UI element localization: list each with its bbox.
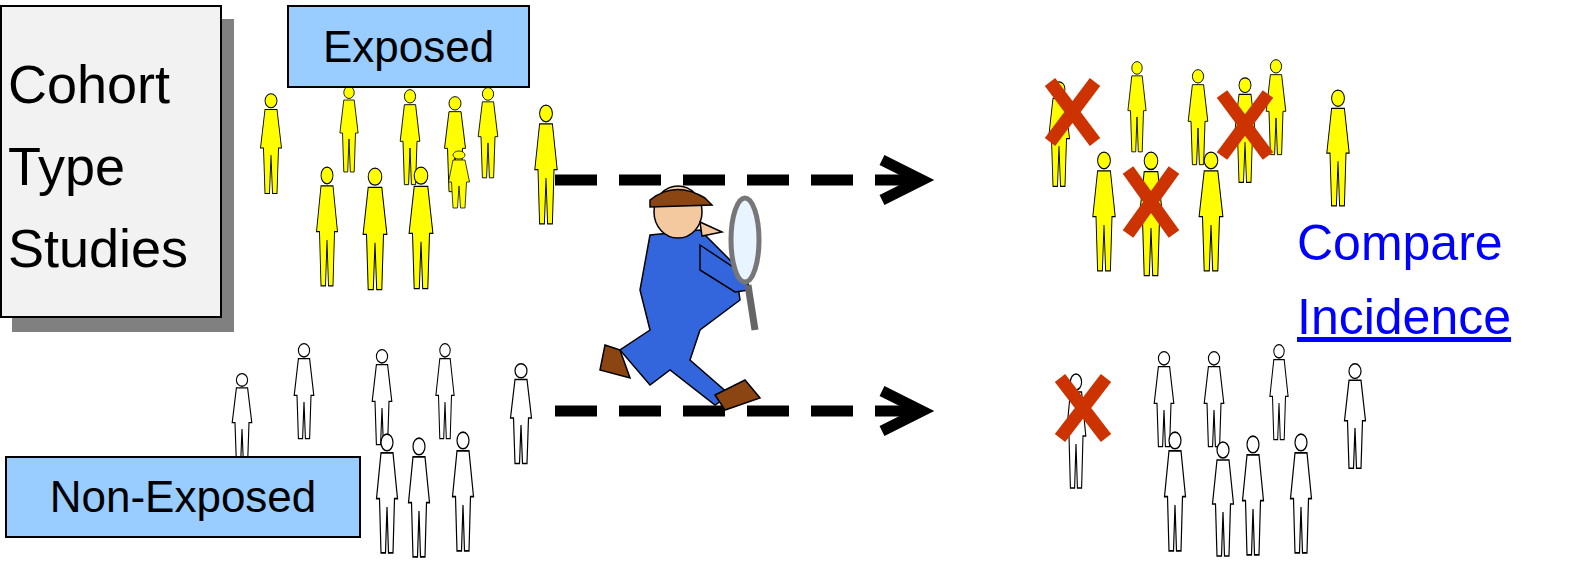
caption-text: Incidence <box>1297 288 1511 346</box>
exposed-people <box>478 88 498 178</box>
group-label-box: Exposed <box>287 5 530 88</box>
non-exposed-people <box>232 374 252 464</box>
non-exposed-people <box>409 438 430 557</box>
exposed-people <box>535 105 557 224</box>
exposed-people <box>1188 70 1208 165</box>
exposed-people <box>409 167 433 289</box>
detective-figure <box>600 186 760 410</box>
title-box: Cohort Type Studies <box>0 5 222 318</box>
non-exposed-people <box>294 344 314 439</box>
non-exposed-people <box>511 364 532 464</box>
detective-figure <box>650 189 712 207</box>
exposed-people <box>1128 62 1146 152</box>
non-exposed-people <box>1204 352 1224 447</box>
non-exposed-people <box>1270 345 1288 440</box>
exposed-people <box>1093 152 1115 271</box>
non-exposed-people <box>377 434 398 553</box>
exposed-people <box>261 87 558 290</box>
node-text: Exposed <box>289 7 528 86</box>
exposed-people <box>317 167 338 286</box>
detective-figure <box>731 198 759 282</box>
non-exposed-people <box>436 344 454 439</box>
detective-figure <box>620 230 740 405</box>
non-exposed-people <box>453 432 474 551</box>
exposed-people <box>1266 60 1286 155</box>
follow-up-arrow <box>555 175 915 186</box>
group-label-box: Non-Exposed <box>5 456 361 538</box>
non-exposed-people <box>1213 442 1234 556</box>
non-exposed-people <box>372 350 392 445</box>
case-cross <box>1222 94 1268 156</box>
detective-figure <box>715 380 760 410</box>
exposed-people <box>449 151 470 208</box>
exposed-people <box>363 168 387 290</box>
non-exposed-people <box>1165 432 1186 551</box>
case-cross <box>1128 170 1174 234</box>
non-exposed-people <box>1345 364 1366 469</box>
case-cross <box>1050 82 1095 142</box>
non-exposed-people <box>1066 345 1365 556</box>
detective-figure <box>700 222 722 236</box>
follow-up-arrow <box>882 160 922 200</box>
caption-text: Compare <box>1297 214 1503 272</box>
non-exposed-people <box>1291 434 1312 553</box>
exposed-people <box>1199 152 1223 271</box>
exposed-people <box>261 94 282 194</box>
detective-figure <box>748 285 755 330</box>
exposed-people <box>1327 90 1349 206</box>
exposed-people <box>340 87 358 173</box>
non-exposed-people <box>1154 352 1174 447</box>
detective-figure <box>600 345 630 378</box>
follow-up-arrow <box>882 391 922 431</box>
node-text: Cohort Type Studies <box>8 43 210 289</box>
case-cross <box>1060 378 1106 438</box>
node-text: Non-Exposed <box>7 458 359 536</box>
follow-up-arrow <box>555 160 922 431</box>
case-cross <box>1050 82 1268 438</box>
non-exposed-people <box>1243 436 1264 555</box>
